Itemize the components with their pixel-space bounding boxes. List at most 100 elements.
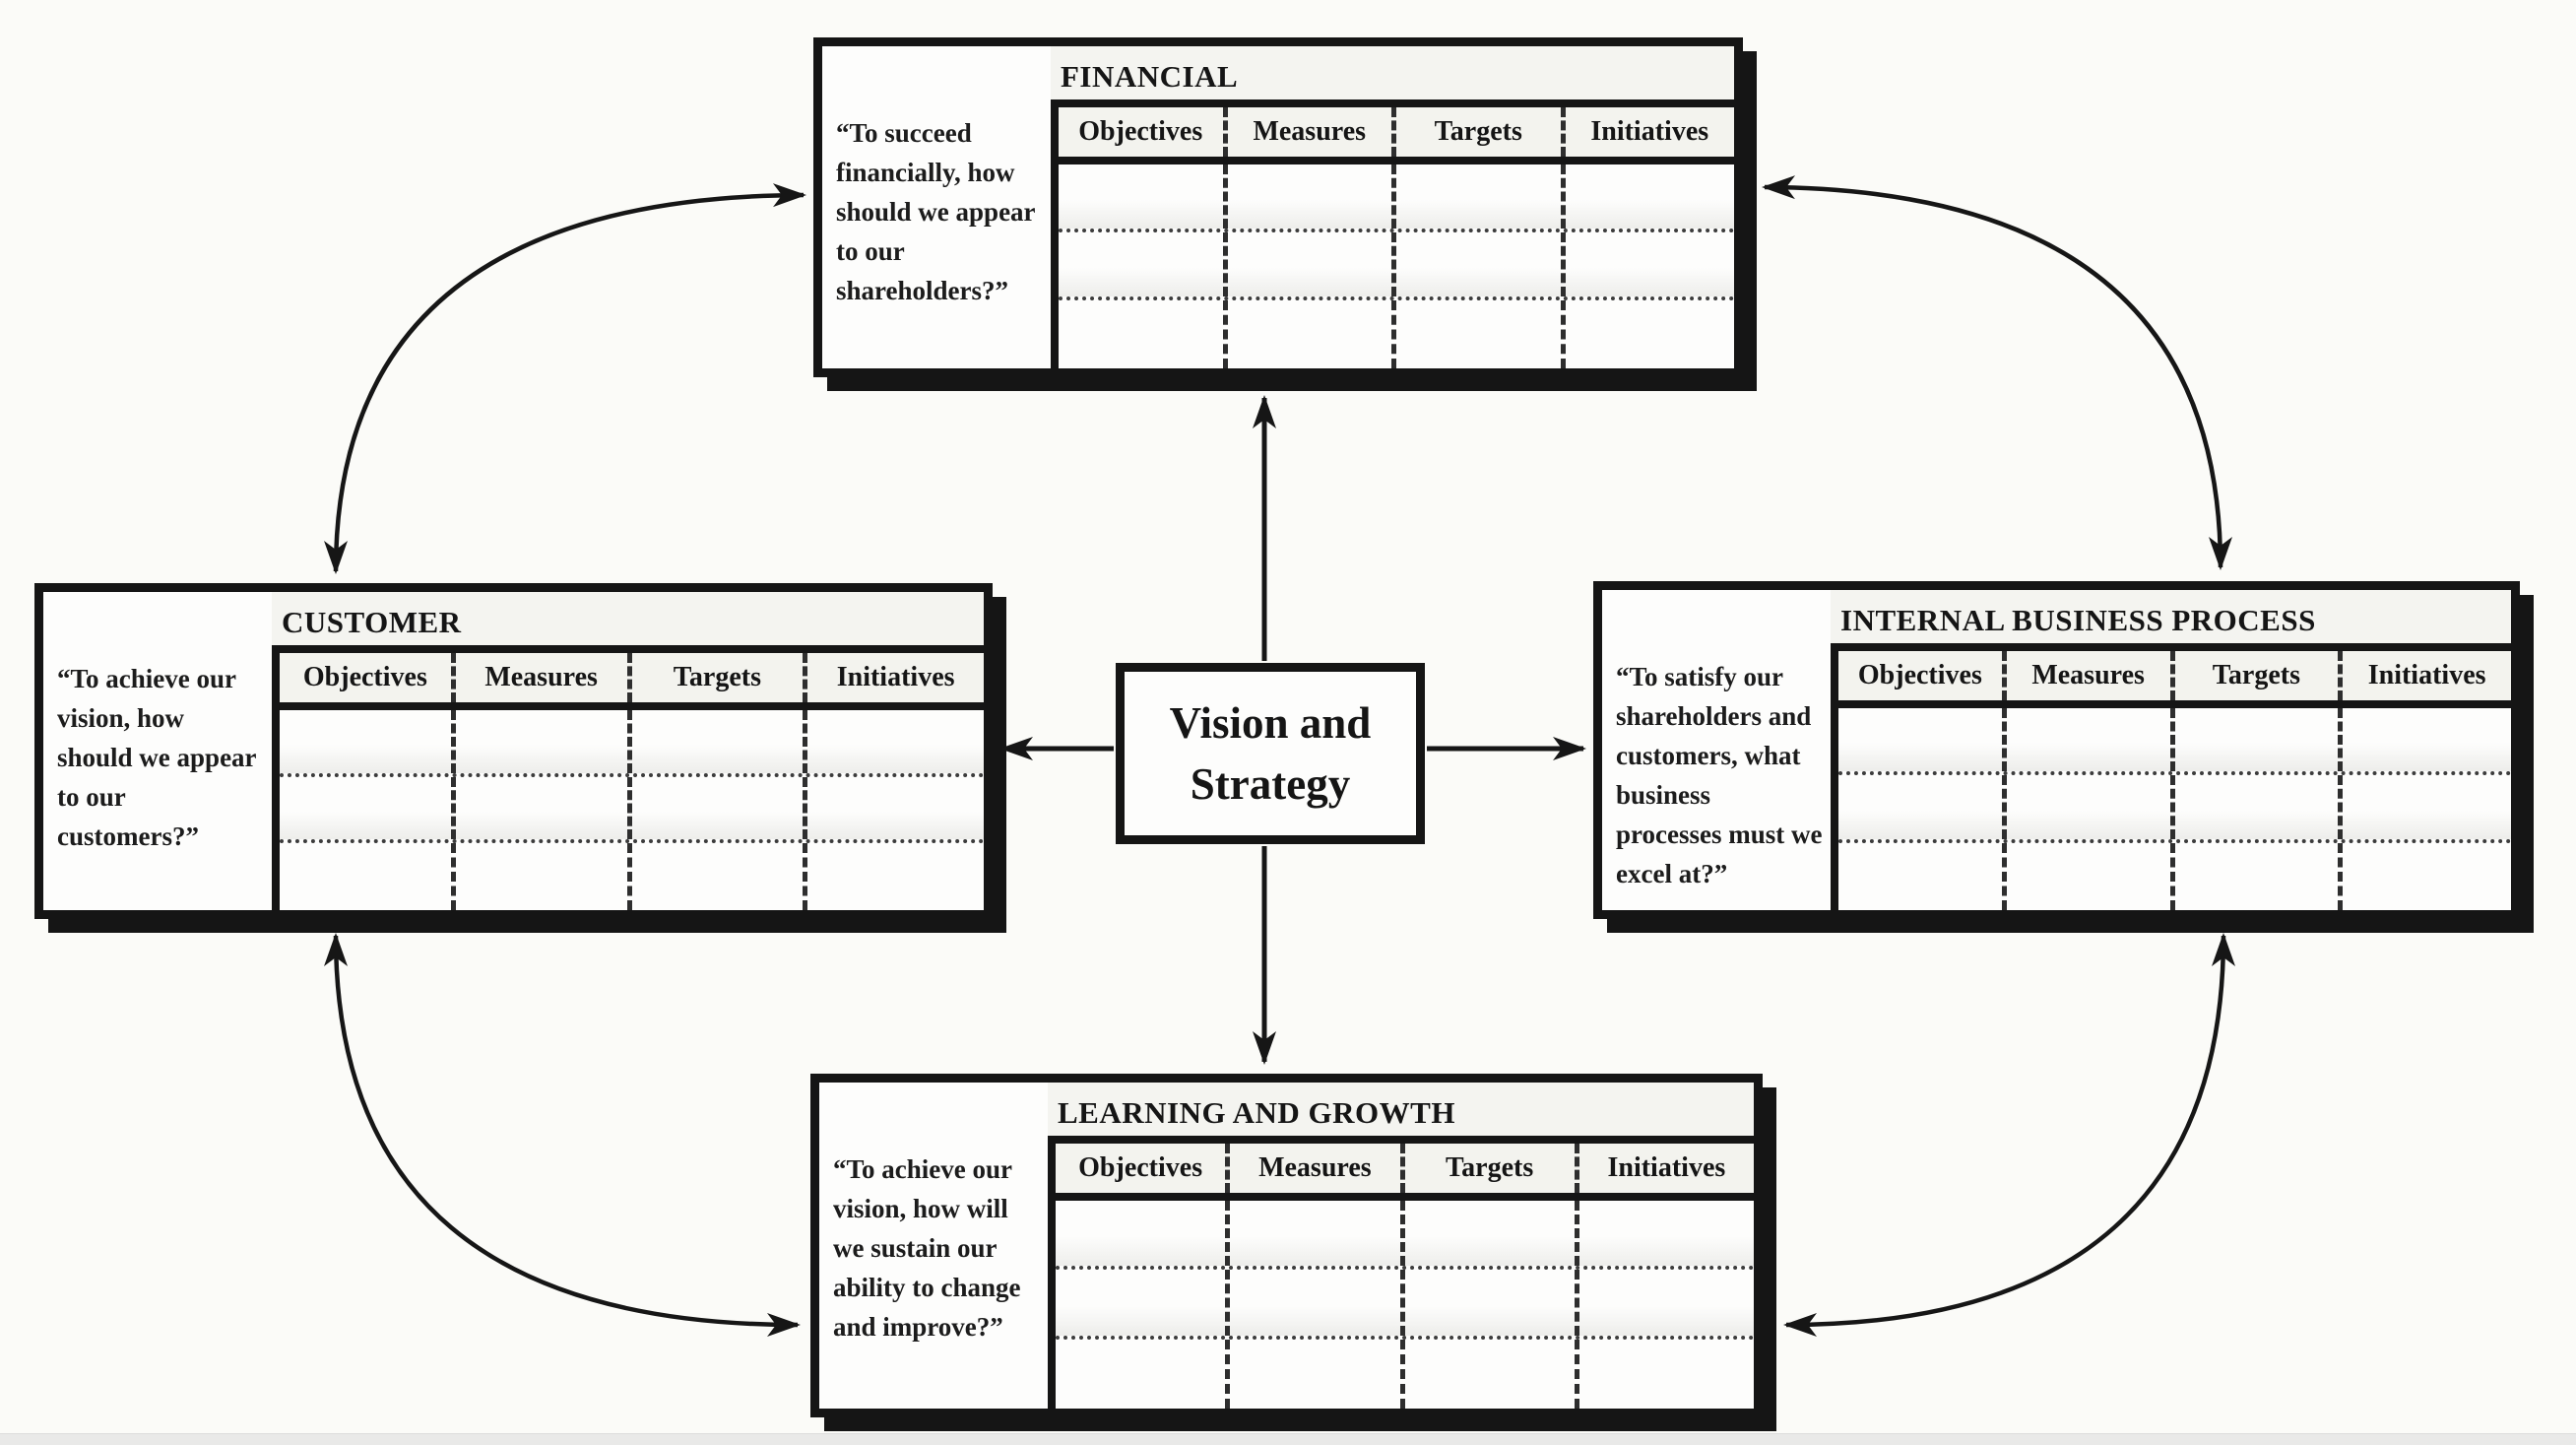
learning-and-growth-question: “To achieve our vision, how will we sust…	[833, 1154, 1021, 1342]
empty-cell	[1579, 1340, 1754, 1409]
empty-cell	[1396, 232, 1566, 296]
empty-cell	[807, 777, 984, 840]
financial-panel: FINANCIAL Objectives Measures Targets In…	[1051, 46, 1734, 368]
financial-question: “To succeed financially, how should we a…	[836, 118, 1036, 305]
internal-business-process-table: Objectives Measures Targets Initiatives	[1831, 643, 2511, 910]
empty-cell	[456, 776, 632, 840]
empty-cell	[1056, 1270, 1231, 1336]
column-header-objectives: Objectives	[1056, 1144, 1231, 1193]
table-header-row: Objectives Measures Targets Initiatives	[1059, 107, 1734, 164]
empty-cell	[280, 776, 456, 840]
empty-cell	[1405, 1270, 1579, 1336]
empty-cell	[280, 843, 456, 910]
column-header-targets: Targets	[1396, 107, 1566, 157]
empty-cell	[1228, 232, 1396, 296]
financial-table: Objectives Measures Targets Initiatives	[1051, 99, 1734, 368]
table-row	[280, 776, 984, 844]
column-header-initiatives: Initiatives	[1590, 116, 1709, 147]
financial-title: FINANCIAL	[1051, 46, 1734, 99]
empty-cell	[1056, 1201, 1231, 1267]
column-header-initiatives: Initiatives	[2367, 660, 2486, 690]
table-row	[1056, 1339, 1754, 1409]
column-header-measures: Measures	[2007, 651, 2175, 700]
empty-cell	[280, 710, 456, 773]
customer-question: “To achieve our vision, how should we ap…	[57, 664, 257, 851]
empty-cell	[1566, 232, 1735, 296]
empty-cell	[807, 710, 984, 773]
table-row	[1056, 1270, 1754, 1340]
column-header-measures: Measures	[456, 653, 632, 702]
empty-cell	[632, 710, 808, 773]
vision-and-strategy-label: Vision and Strategy	[1169, 698, 1372, 809]
empty-cell	[632, 776, 808, 840]
empty-cell	[1056, 1339, 1231, 1409]
column-header-measures: Measures	[1230, 1144, 1405, 1193]
arc-internal-learning	[1783, 933, 2235, 1337]
empty-cell	[1566, 300, 1735, 368]
table-header-row: Objectives Measures Targets Initiatives	[1056, 1144, 1754, 1201]
empty-cell	[1059, 300, 1228, 368]
empty-cell	[2343, 775, 2511, 838]
empty-cell	[1566, 164, 1735, 229]
bottom-gray-strip	[0, 1433, 2576, 1445]
customer-panel: CUSTOMER Objectives Measures Targets Ini…	[272, 592, 984, 910]
internal-business-process-perspective-box: “To satisfy our shareholders and custome…	[1593, 581, 2520, 919]
empty-cell	[807, 843, 984, 910]
column-header-targets: Targets	[632, 653, 808, 702]
table-row	[280, 710, 984, 777]
empty-cell	[456, 710, 632, 773]
internal-business-process-question: “To satisfy our shareholders and custome…	[1616, 662, 1823, 888]
empty-cell	[632, 843, 808, 910]
empty-cell	[1838, 775, 2007, 839]
table-row	[1838, 842, 2511, 910]
table-row	[1838, 708, 2511, 776]
column-header-initiatives: Initiatives	[836, 662, 955, 692]
column-header-targets: Targets	[1405, 1144, 1579, 1193]
empty-cell	[2175, 842, 2344, 910]
empty-cell	[1838, 708, 2007, 772]
arc-customer-learning	[324, 933, 801, 1337]
empty-cell	[1405, 1339, 1579, 1409]
arc-customer-financial	[324, 183, 806, 574]
empty-cell	[1838, 842, 2007, 910]
empty-cell	[2007, 775, 2175, 839]
empty-cell	[1228, 300, 1396, 368]
empty-cell	[2343, 708, 2511, 771]
table-row	[1059, 300, 1734, 368]
empty-cell	[2007, 708, 2175, 772]
empty-cell	[1579, 1270, 1754, 1335]
learning-and-growth-perspective-box: “To achieve our vision, how will we sust…	[810, 1074, 1763, 1417]
table-body	[1056, 1201, 1754, 1409]
learning-and-growth-table: Objectives Measures Targets Initiatives	[1048, 1136, 1754, 1409]
empty-cell	[1230, 1201, 1405, 1267]
learning-and-growth-panel: LEARNING AND GROWTH Objectives Measures …	[1048, 1083, 1754, 1409]
empty-cell	[1396, 300, 1566, 368]
empty-cell	[1230, 1339, 1405, 1409]
empty-cell	[2175, 708, 2344, 772]
customer-perspective-box: “To achieve our vision, how should we ap…	[34, 583, 993, 919]
empty-cell	[2175, 775, 2344, 839]
internal-business-process-title: INTERNAL BUSINESS PROCESS	[1831, 590, 2511, 643]
empty-cell	[1059, 232, 1228, 296]
empty-cell	[2007, 842, 2175, 910]
customer-table: Objectives Measures Targets Initiatives	[272, 645, 984, 910]
column-header-objectives: Objectives	[1838, 651, 2007, 700]
column-header-initiatives: Initiatives	[1607, 1152, 1726, 1183]
learning-and-growth-title: LEARNING AND GROWTH	[1048, 1083, 1754, 1136]
empty-cell	[1228, 164, 1396, 229]
empty-cell	[456, 843, 632, 910]
table-header-row: Objectives Measures Targets Initiatives	[1838, 651, 2511, 708]
column-header-targets: Targets	[2175, 651, 2344, 700]
empty-cell	[2343, 843, 2511, 910]
column-header-objectives: Objectives	[280, 653, 456, 702]
empty-cell	[1230, 1270, 1405, 1336]
table-row	[1059, 164, 1734, 232]
table-body	[1838, 708, 2511, 910]
table-body	[280, 710, 984, 910]
vision-and-strategy-box: Vision and Strategy	[1116, 663, 1425, 844]
table-row	[1056, 1201, 1754, 1271]
financial-perspective-box: “To succeed financially, how should we a…	[813, 37, 1743, 377]
arc-financial-internal	[1762, 175, 2232, 570]
empty-cell	[1059, 164, 1228, 229]
